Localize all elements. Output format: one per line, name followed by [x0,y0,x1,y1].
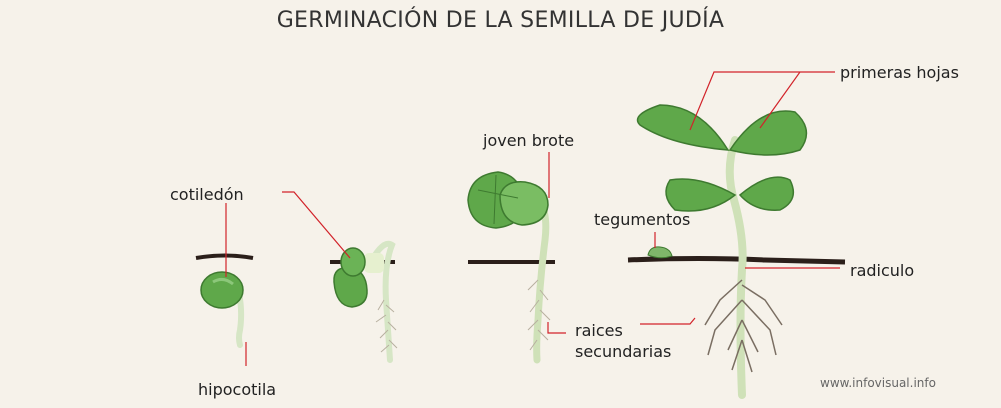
label-tegumentos: tegumentos [594,210,691,229]
label-raices: raices [575,321,623,340]
seed-coat [647,246,673,259]
pointer-primeras-hojas [689,71,835,131]
bud-stage-2 [364,253,384,273]
label-radiculo: radiculo [850,261,915,280]
pointer-raices [547,317,696,334]
hypocotyl-stage-1 [235,285,245,348]
seed-stage-1 [200,271,245,348]
cotyledon-leaf-right [738,176,795,211]
seed-stage-2 [333,240,398,363]
label-joven-brote: joven brote [483,131,575,150]
stem-stage-4 [725,136,747,399]
label-secundarias: secundarias [575,342,672,361]
pointer-cotiledon-2 [282,191,351,259]
label-primeras-hojas: primeras hojas [840,63,959,82]
seed-stage-3 [467,171,551,364]
credit-text: www.infovisual.info [820,376,936,390]
first-leaf-right [728,110,808,156]
diagram-title: GERMINACIÓN DE LA SEMILLA DE JUDÍA [276,8,725,33]
soil-line-stage-4 [627,256,846,265]
cotyledon-stage-1 [200,271,244,309]
cotyledon-leaf-left [665,178,737,212]
label-pointers [225,71,840,366]
stem-stage-3 [533,196,550,364]
soil-lines [195,253,846,265]
label-hipocotila: hipocotila [198,380,277,399]
label-cotiledon: cotiledón [170,185,244,204]
plant-stage-4 [636,104,808,399]
first-leaf-left [636,104,730,151]
soil-line-stage-1 [195,253,254,260]
cotyledon-stage-3b [499,181,549,226]
